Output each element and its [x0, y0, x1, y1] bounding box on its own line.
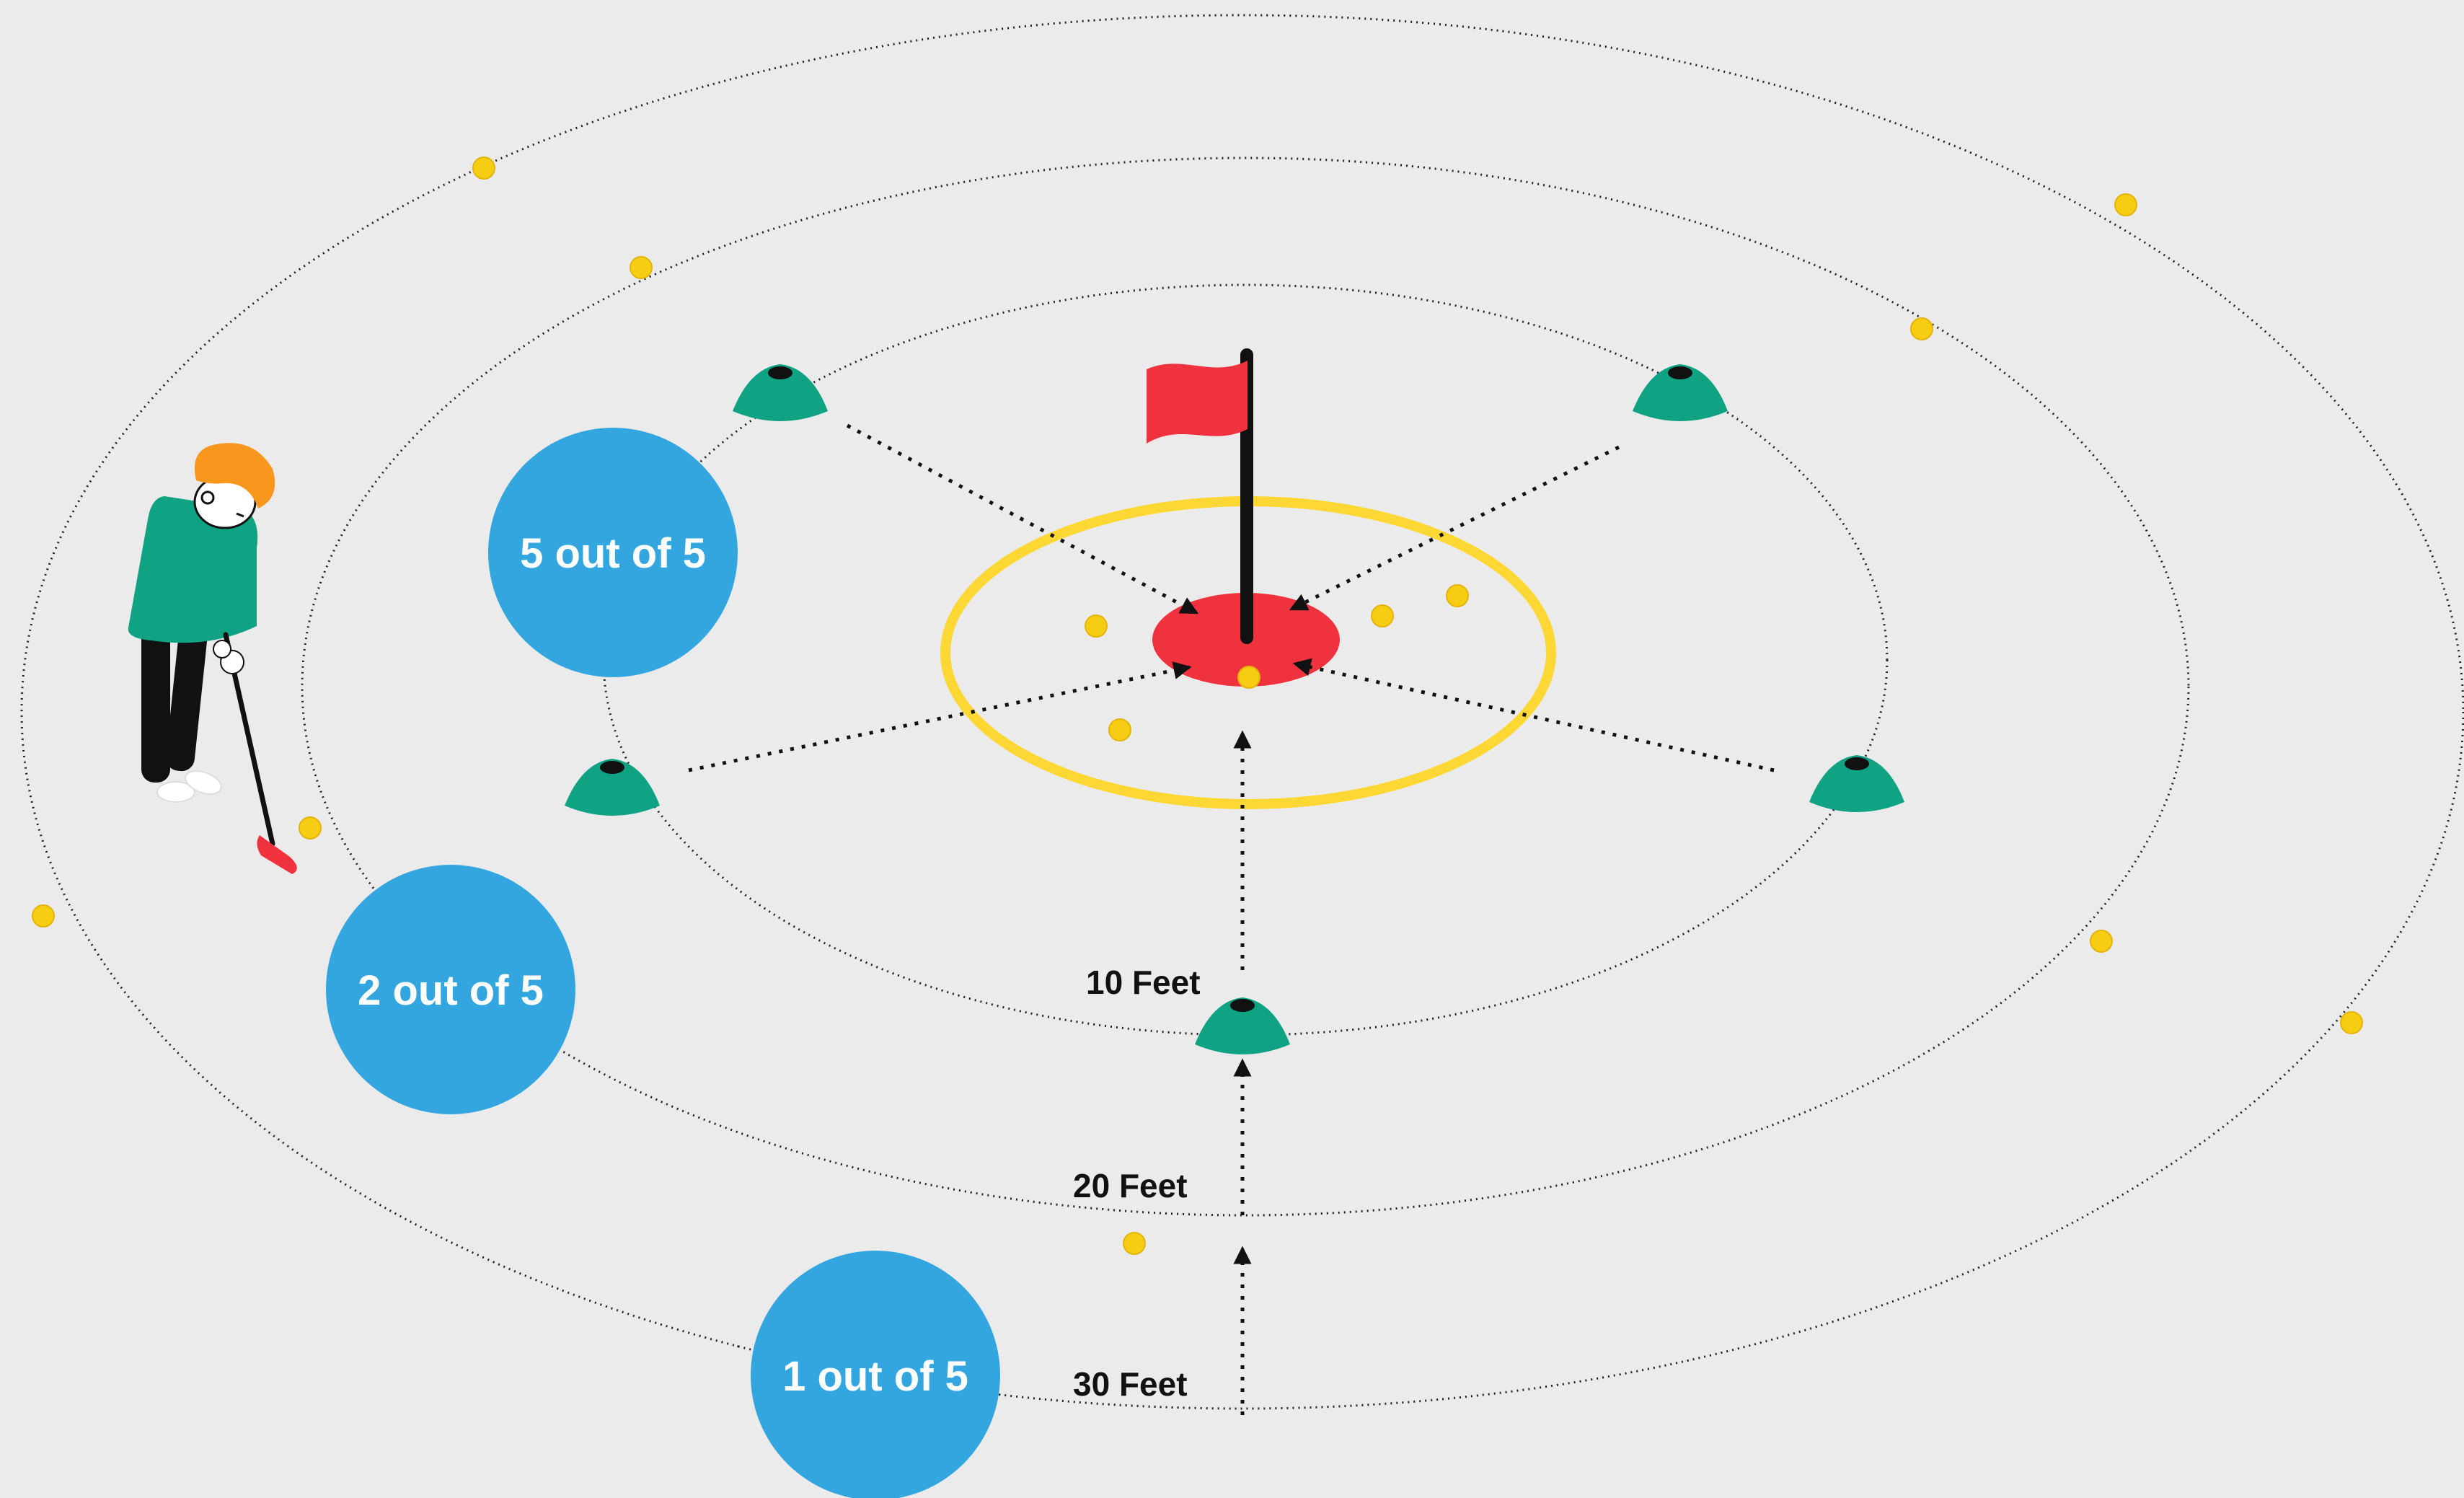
score-bubble-text: 2 out of 5 — [358, 967, 544, 1014]
score-bubble-20-feet: 2 out of 5 — [326, 865, 575, 1114]
score-bubble-text: 5 out of 5 — [520, 530, 706, 577]
golf-ball-icon — [32, 904, 55, 928]
ring-10-feet — [602, 283, 1889, 1036]
golf-ball-icon — [1085, 614, 1108, 638]
path-arrow-top-right — [1289, 445, 1620, 612]
golf-ball-icon — [1910, 317, 1933, 340]
golf-ball-icon — [1123, 1232, 1146, 1255]
ring-30-feet — [21, 14, 2464, 1410]
ring-label-20-feet: 20 Feet — [1073, 1167, 1188, 1204]
cone-bottom — [1195, 997, 1290, 1054]
score-bubble-30-feet: 1 out of 5 — [751, 1251, 1000, 1498]
golfer-figure — [128, 443, 297, 874]
ring-label-30-feet: 30 Feet — [1073, 1365, 1188, 1403]
cone-right — [1809, 755, 1904, 812]
score-bubble-text: 1 out of 5 — [782, 1353, 968, 1400]
cone-top-right — [1633, 364, 1728, 421]
golf-ball-icon — [630, 256, 653, 279]
golf-balls — [32, 157, 2363, 1255]
flag-icon — [1147, 348, 1253, 644]
golf-ball-icon — [299, 816, 322, 840]
ring-label-10-feet: 10 Feet — [1086, 964, 1201, 1001]
cone-top-left — [733, 364, 828, 421]
golf-ball-icon — [2114, 193, 2137, 216]
golf-ball-icon — [1371, 604, 1394, 627]
ring-20-feet — [301, 157, 2190, 1217]
score-bubble-10-feet: 5 out of 5 — [488, 428, 738, 677]
path-arrow-left — [688, 661, 1192, 772]
golf-ball-icon — [2090, 930, 2113, 953]
path-arrows — [688, 423, 1775, 1415]
golf-ball-icon — [472, 157, 495, 180]
golf-ball-icon — [1108, 718, 1131, 741]
golf-ball-icon — [2340, 1011, 2363, 1034]
golf-ball-icon — [1446, 584, 1469, 607]
path-arrow-top-left — [846, 423, 1199, 615]
golf-ball-icon — [1237, 666, 1260, 689]
path-arrow-right — [1292, 658, 1775, 772]
cone-left — [565, 759, 660, 816]
